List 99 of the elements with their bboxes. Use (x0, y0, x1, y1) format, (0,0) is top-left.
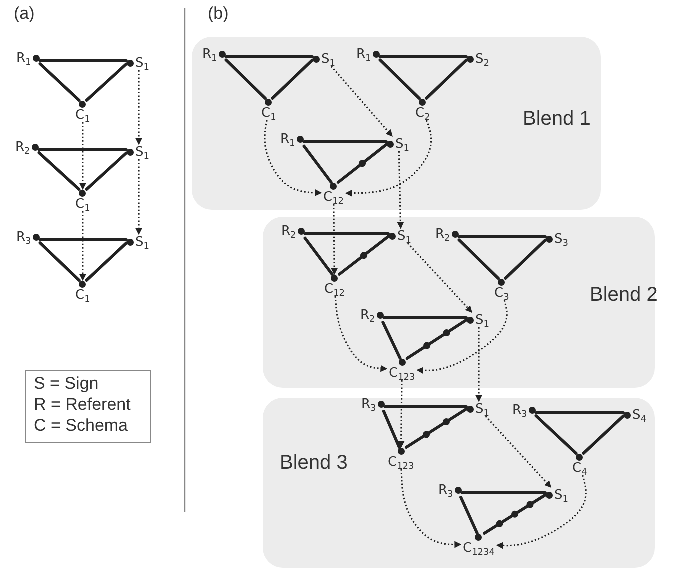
vertex-label: R$_{2}$ (434, 226, 452, 242)
dotted-arrow (330, 66, 394, 138)
vertex-label: S$_{1}$ (396, 228, 412, 244)
blend-title: Blend 2 (590, 284, 658, 307)
vertex-label: S$_{1}$ (134, 144, 150, 160)
triangle-side (38, 148, 128, 152)
triangle-side (534, 414, 578, 455)
panel-letter: (a) (14, 4, 35, 24)
triangle-side (460, 492, 547, 494)
triangle-side (85, 152, 128, 191)
triangle-side (38, 242, 81, 282)
dotted-arrow (79, 122, 86, 190)
triangle-side (406, 318, 468, 360)
dotted-arrow (397, 151, 404, 230)
triangle-side (378, 56, 468, 58)
triangle-side (224, 58, 267, 100)
triangle-side (460, 496, 479, 535)
vertex-label: R$_{2}$ (280, 224, 298, 238)
dotted-arrow (398, 380, 405, 448)
vertex-label: C$_{1}$ (260, 106, 278, 120)
dotted-arrow (400, 469, 462, 548)
key-entry: C = Schema (34, 415, 130, 436)
triangle-side (336, 143, 388, 184)
vertex-label: S$_{3}$ (554, 232, 570, 246)
triangle-side (38, 60, 128, 62)
triangle-side (504, 238, 547, 280)
blend-title: Blend 3 (280, 452, 348, 475)
vertex-label: S$_{1}$ (554, 488, 570, 502)
blend-panel (263, 398, 655, 568)
vertex-label: R$_{1}$ (202, 46, 218, 62)
triangle-side (405, 408, 468, 449)
key-entry: S = Sign (34, 373, 100, 394)
vertex-label: S$_{1}$ (320, 52, 336, 66)
triangle-side (483, 494, 547, 535)
vertex-label: R$_{1}$ (280, 132, 296, 146)
triangle-side (304, 232, 390, 236)
vertex-label: R$_{3}$ (512, 402, 528, 418)
vertex-label: C$_{12}$ (324, 282, 346, 296)
key-box (25, 370, 151, 443)
dotted-arrow (79, 212, 86, 282)
triangle-side (38, 152, 81, 191)
dotted-arrow (334, 296, 388, 372)
vertex-label: C$_{123}$ (387, 454, 416, 470)
vertex-label: C$_{123}$ (388, 366, 416, 380)
vertex-label: C$_{4}$ (572, 460, 588, 476)
triangle-side (378, 58, 421, 100)
key-entry: R = Referent (34, 394, 132, 415)
triangle-side (271, 58, 314, 100)
dotted-arrow (136, 160, 142, 236)
vertex-label: S$_{1}$ (134, 56, 150, 70)
vertex-label: C$_{2}$ (414, 106, 432, 120)
vertex-label: C$_{1234}$ (462, 540, 496, 556)
vertex-label: S$_{1}$ (134, 234, 150, 250)
vertex-label: R$_{1}$ (356, 46, 372, 62)
vertex-label: C$_{12}$ (322, 190, 346, 204)
triangle-side (458, 236, 547, 238)
triangle-side (382, 410, 401, 449)
vertex-label: S$_{1}$ (394, 136, 410, 152)
triangle-side (304, 236, 334, 276)
triangle-side (224, 56, 314, 58)
triangle-side (382, 321, 402, 360)
blend-panel (263, 217, 655, 388)
vertex-label: C$_{1}$ (74, 196, 92, 212)
triangle-side (582, 414, 625, 455)
triangle-side (302, 140, 388, 144)
vertex-label: S$_{1}$ (474, 402, 490, 416)
triangle-side (38, 238, 128, 242)
triangle-side (38, 62, 81, 102)
blend-title: Blend 1 (523, 108, 591, 131)
vertex-label: R$_{2}$ (14, 140, 32, 154)
dotted-arrow (407, 242, 473, 314)
vertex-label: C$_{3}$ (494, 286, 510, 300)
dotted-arrow (331, 204, 338, 276)
triangle-side (382, 316, 468, 320)
vertex-label: R$_{3}$ (360, 396, 378, 412)
blend-panel (192, 37, 601, 210)
triangle-side (85, 242, 128, 282)
vertex-label: S$_{2}$ (474, 52, 490, 66)
triangle-side (534, 412, 625, 414)
dotted-arrow (485, 416, 552, 488)
triangle-side (302, 144, 333, 184)
vertex-label: R$_{3}$ (16, 230, 32, 244)
dotted-arrow (416, 300, 508, 374)
dotted-arrow (345, 120, 432, 197)
triangle-side (425, 58, 468, 100)
vertex-label: C$_{1}$ (74, 108, 92, 122)
vertex-label: R$_{3}$ (438, 482, 454, 498)
triangle-side (338, 235, 390, 276)
vertex-label: C$_{1}$ (74, 288, 92, 302)
dotted-arrow (264, 120, 322, 196)
dotted-arrow (496, 475, 587, 550)
vertex-label: R$_{2}$ (360, 308, 376, 322)
vertex-label: S$_{1}$ (474, 312, 490, 328)
triangle-side (384, 406, 468, 408)
panel-letter: (b) (208, 4, 229, 24)
triangle-side (458, 238, 500, 280)
vertex-label: S$_{4}$ (632, 408, 648, 422)
vertex-label: R$_{1}$ (16, 50, 32, 66)
triangle-side (85, 62, 128, 102)
